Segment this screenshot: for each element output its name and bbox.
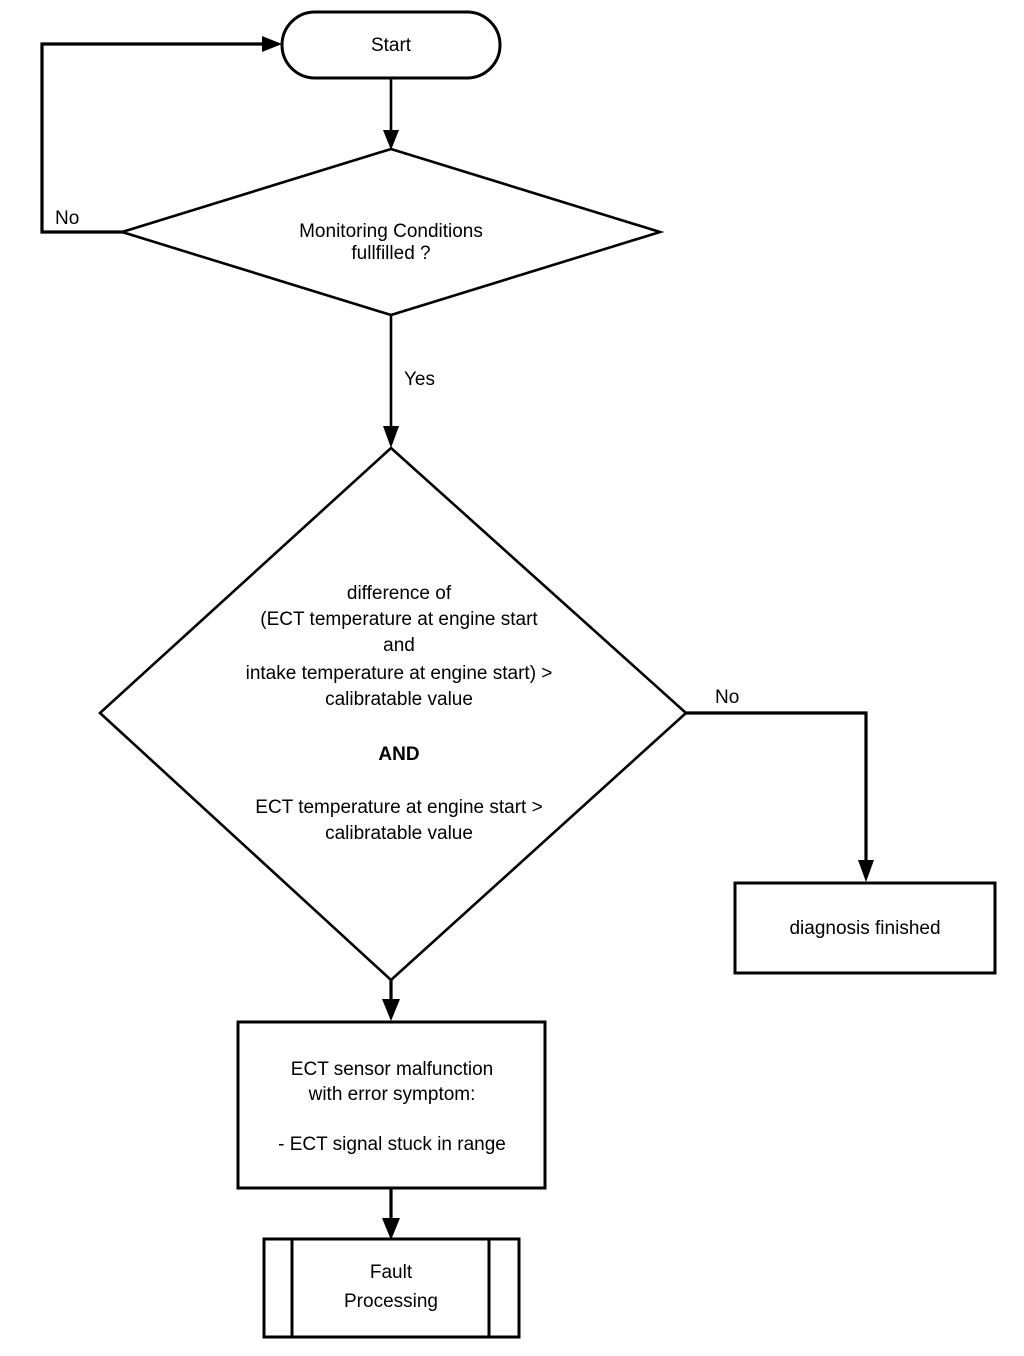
fault-processing-shape — [262, 1237, 521, 1339]
ect-malfunction-label-line1: ECT sensor malfunction — [291, 1059, 493, 1080]
arrowhead-icon — [382, 1218, 400, 1240]
edge-label-no-condition: No — [715, 687, 739, 708]
start-shape — [280, 10, 502, 80]
arrowhead-icon — [858, 860, 874, 882]
node-diagnosis-finished[interactable]: diagnosis finished — [733, 881, 997, 975]
monitoring-conditions-label-line1: Monitoring Conditions — [299, 221, 483, 242]
condition-check-label-line8: calibratable value — [325, 823, 473, 844]
edge-polyline — [40, 42, 264, 234]
diagnosis-finished-label: diagnosis finished — [789, 918, 940, 939]
edge-start-to-monitoring — [383, 78, 399, 150]
monitoring-conditions-shape — [117, 147, 665, 317]
condition-check-label-line4: intake temperature at engine start) > — [246, 663, 553, 684]
condition-check-shape — [98, 446, 688, 982]
node-ect-malfunction[interactable]: ECT sensor malfunction with error sympto… — [236, 1020, 547, 1190]
condition-check-label-and: AND — [378, 744, 419, 765]
edge-monitoring-yes: Yes — [383, 315, 435, 448]
ect-malfunction-label-line2: with error symptom: — [308, 1084, 476, 1105]
condition-check-label-line3: and — [383, 635, 415, 656]
condition-check-label-line5: calibratable value — [325, 689, 473, 710]
edge-label-yes: Yes — [404, 369, 435, 390]
node-condition-check[interactable]: difference of (ECT temperature at engine… — [98, 446, 688, 982]
arrowhead-icon — [383, 130, 399, 150]
condition-check-label-line7: ECT temperature at engine start > — [255, 797, 542, 818]
edge-condition-no: No — [686, 687, 874, 882]
start-label: Start — [371, 35, 412, 56]
edge-polyline — [686, 711, 868, 862]
condition-check-label-line1: difference of — [347, 583, 452, 604]
fault-processing-label-line1: Fault — [370, 1262, 413, 1283]
edge-condition-yes — [382, 980, 400, 1021]
node-fault-processing[interactable]: Fault Processing — [262, 1237, 521, 1339]
ect-malfunction-label-line3: - ECT signal stuck in range — [278, 1134, 506, 1155]
arrowhead-icon — [262, 36, 282, 52]
fault-processing-label-line2: Processing — [344, 1291, 438, 1312]
arrowhead-icon — [382, 999, 400, 1021]
condition-check-label-line2: (ECT temperature at engine start — [260, 609, 538, 630]
edge-malfunction-to-fault — [382, 1188, 400, 1240]
ect-malfunction-shape — [236, 1020, 547, 1190]
node-monitoring-conditions[interactable]: Monitoring Conditions fullfilled ? — [117, 147, 665, 317]
monitoring-conditions-label-line2: fullfilled ? — [351, 243, 430, 264]
diagnosis-finished-shape — [733, 881, 997, 975]
node-start[interactable]: Start — [280, 10, 502, 80]
edge-monitoring-no-loop: No — [40, 36, 282, 234]
arrowhead-icon — [383, 426, 399, 448]
edge-label-no-monitoring: No — [55, 208, 79, 229]
